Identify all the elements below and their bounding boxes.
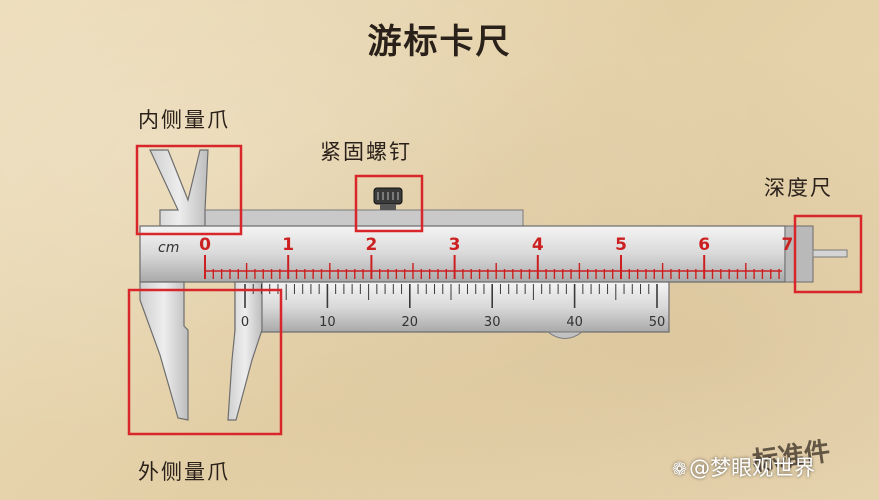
- main-scale-numbers: 0 1 2 3 4 5 6 7: [199, 235, 793, 255]
- watermark: ❁@梦眼观世界: [672, 452, 815, 482]
- main-scale-number: 7: [781, 235, 793, 255]
- main-scale-number: 0: [199, 235, 211, 255]
- main-scale-number: 1: [282, 235, 294, 255]
- page-title: 游标卡尺: [367, 22, 512, 62]
- main-scale-number: 4: [532, 235, 544, 255]
- highlight-depth-rod: [793, 214, 863, 294]
- camera-icon: ❁: [672, 459, 688, 480]
- main-scale-number: 2: [365, 235, 377, 255]
- lock-screw: [373, 187, 403, 210]
- main-scale-number: 3: [449, 235, 461, 255]
- highlight-lock-screw: [354, 174, 424, 233]
- thumb-grip: [546, 331, 584, 339]
- vernier-scale-number: 0: [241, 315, 249, 330]
- vernier-scale-number: 30: [484, 315, 501, 330]
- vernier-scale-number: 20: [402, 315, 419, 330]
- watermark-text: @梦眼观世界: [689, 456, 816, 480]
- vernier-scale-number: 10: [319, 315, 336, 330]
- vernier-scale-numbers: 0 10 20 30 40 50: [241, 315, 665, 330]
- main-scale-ticks: [204, 255, 782, 279]
- fixed-outer-jaw: [139, 281, 189, 421]
- unit-label: cm: [158, 240, 179, 256]
- main-scale-number: 6: [698, 235, 710, 255]
- inner-jaws: [149, 149, 209, 227]
- beam-end: [784, 225, 814, 283]
- upper-rail: [204, 209, 524, 227]
- highlight-inner-jaws: [135, 144, 243, 236]
- vernier-scale-number: 50: [649, 315, 666, 330]
- label-lock-screw: 紧固螺钉: [320, 140, 412, 164]
- main-scale-number: 5: [615, 235, 627, 255]
- label-inner-jaws: 内侧量爪: [138, 108, 230, 132]
- vernier-slide: [234, 281, 670, 333]
- vernier-scale-ticks: [244, 284, 658, 308]
- label-outer-jaws: 外侧量爪: [138, 460, 230, 484]
- highlight-outer-jaws: [127, 288, 283, 436]
- label-depth-rod: 深度尺: [764, 176, 833, 200]
- vernier-scale-number: 40: [566, 315, 583, 330]
- depth-rod: [812, 249, 848, 258]
- moving-outer-jaw: [227, 281, 263, 421]
